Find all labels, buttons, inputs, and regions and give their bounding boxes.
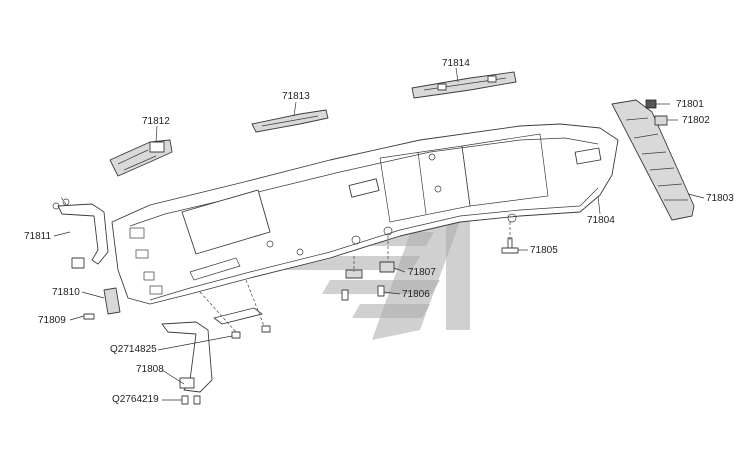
map-lamp xyxy=(213,307,263,325)
callout-71813: 71813 xyxy=(282,91,310,102)
part-71808-assist-grip xyxy=(161,321,213,393)
callout-q2764219: Q2764219 xyxy=(112,394,159,405)
part-71801-clip xyxy=(645,99,657,109)
part-71806-screw xyxy=(341,285,385,301)
callout-71808: 71808 xyxy=(136,364,164,375)
callout-71802: 71802 xyxy=(682,115,710,126)
bolt-q2714825 xyxy=(231,325,271,339)
part-71811-assist-grip xyxy=(52,198,109,269)
callout-71801: 71801 xyxy=(676,99,704,110)
callout-q2714825: Q2714825 xyxy=(110,344,157,355)
part-71807-clip xyxy=(345,261,395,279)
callout-71811: 71811 xyxy=(24,231,52,242)
bolt-q2764219 xyxy=(181,395,201,405)
part-71810-cover xyxy=(103,287,121,315)
callout-71806: 71806 xyxy=(402,289,430,300)
part-71809-screw xyxy=(83,313,95,320)
part-71814-rail xyxy=(411,71,517,99)
part-71802-clip xyxy=(654,115,668,126)
part-71805-screw xyxy=(501,237,519,254)
headliner-panel xyxy=(111,123,619,305)
callout-71814: 71814 xyxy=(442,58,470,69)
callout-71812: 71812 xyxy=(142,116,170,127)
callout-71804: 71804 xyxy=(587,215,615,226)
part-71812-bracket xyxy=(109,139,173,177)
callout-71807: 71807 xyxy=(408,267,436,278)
callout-71803: 71803 xyxy=(706,193,734,204)
part-71813-rail xyxy=(251,109,329,133)
sunroof-opening xyxy=(181,189,271,255)
assembly-lines xyxy=(59,195,511,333)
callout-71809: 71809 xyxy=(38,315,66,326)
part-71803-pillar-trim xyxy=(611,99,695,221)
leader-lines xyxy=(53,67,705,401)
callout-71805: 71805 xyxy=(530,245,558,256)
callout-71810: 71810 xyxy=(52,287,80,298)
